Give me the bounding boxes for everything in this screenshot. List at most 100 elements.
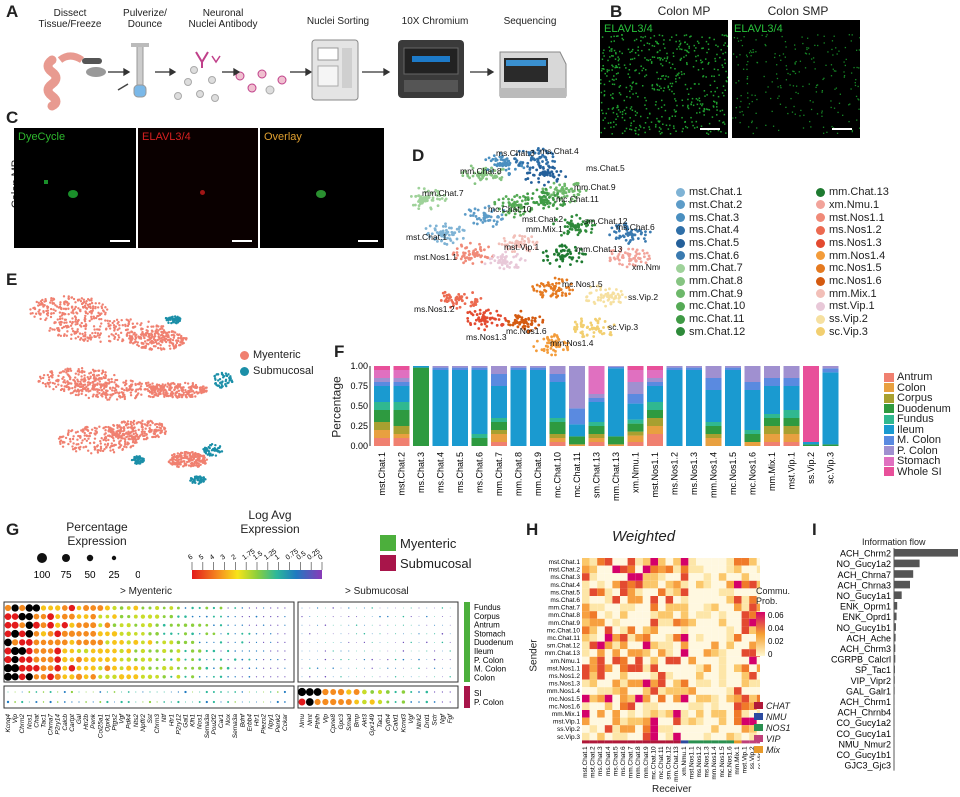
h-receiver-label: mm.Chat.9 [643, 746, 650, 778]
myenteric-point [59, 436, 62, 439]
h-sender-label: mc.Chat.10 [547, 627, 581, 634]
myenteric-point [141, 432, 144, 436]
myenteric-point [78, 324, 82, 327]
g-dot [369, 699, 375, 705]
submucosal-point [173, 317, 176, 321]
heat-cell [688, 687, 696, 695]
myenteric-point [205, 389, 208, 393]
submucosal-point [194, 476, 197, 480]
legend-label: mc.Nos1.5 [829, 262, 882, 275]
heat-cell [642, 588, 651, 596]
cluster-ms.Nos1.2 [439, 290, 483, 310]
heat-cell [658, 687, 666, 695]
myenteric-point [89, 338, 93, 341]
g-dot [18, 630, 26, 638]
heat-cell [734, 573, 742, 581]
heat-cell [589, 588, 598, 596]
myenteric-point [67, 295, 70, 298]
submucosal-point [209, 452, 212, 455]
myenteric-point [82, 334, 85, 338]
heat-cell [726, 679, 734, 688]
g-dot [256, 691, 257, 693]
g-dot [191, 632, 194, 636]
g-dot [190, 640, 195, 645]
g-dot [199, 691, 201, 693]
myenteric-point [166, 339, 170, 342]
h-receiver-label: mm.Mix.1 [734, 746, 741, 775]
f-bar-Duodenum [803, 444, 819, 446]
g-dot [220, 615, 222, 618]
heat-cell [718, 702, 727, 710]
heat-cell [696, 664, 704, 672]
f-legend-label: Stomach [897, 455, 941, 468]
g-dot [99, 691, 102, 693]
g-dot [69, 639, 75, 645]
g-gene-label: Kcnd3 [400, 714, 407, 733]
heat-cell [665, 717, 674, 726]
g-dot [177, 700, 180, 704]
g-dot [40, 665, 47, 672]
heat-cell [688, 656, 696, 665]
g-dot [198, 701, 201, 703]
myenteric-point [61, 370, 65, 373]
myenteric-point [67, 368, 70, 371]
myenteric-point [98, 302, 101, 305]
g-row-label: Antrum [474, 621, 500, 630]
heat-cell [589, 641, 598, 650]
myenteric-point [76, 438, 79, 441]
g-dot [170, 632, 173, 636]
g-dot [19, 622, 26, 629]
h-receiver-label: ss.Vip.2 [749, 746, 756, 769]
g-dot [356, 676, 357, 678]
h-sender-label: ss.Vip.2 [557, 726, 580, 733]
g-dot [198, 666, 202, 670]
myenteric-point [118, 327, 121, 330]
g-dot [441, 691, 443, 693]
h-sender-label: mm.Chat.8 [548, 612, 580, 619]
f-xtick: mst.Vip.1 [787, 452, 797, 489]
myenteric-point [52, 311, 55, 315]
heat-cell [650, 634, 658, 642]
h-category-bar [620, 740, 628, 744]
myenteric-point [140, 422, 143, 425]
myenteric-point [81, 387, 85, 390]
f-xtick: mm.Chat.9 [533, 452, 543, 496]
heat-cell [718, 634, 727, 642]
myenteric-point [115, 318, 119, 322]
intestine-icon [43, 55, 61, 111]
myenteric-point [182, 386, 185, 389]
myenteric-point [124, 432, 128, 435]
heat-cell [620, 725, 628, 733]
g-dot [154, 614, 160, 619]
myenteric-point [204, 462, 207, 465]
heat-cell [604, 679, 613, 688]
g-dot [395, 633, 397, 635]
heat-cell [658, 618, 666, 627]
myenteric-point [162, 392, 165, 395]
g-dot [90, 613, 96, 620]
myenteric-point [42, 305, 45, 308]
g-dot [332, 642, 334, 643]
g-dot [284, 633, 286, 635]
myenteric-point [182, 393, 185, 396]
heat-cell [665, 732, 674, 741]
heat-cell [703, 611, 712, 619]
f-bar-Colon [374, 430, 390, 438]
myenteric-point [49, 301, 52, 304]
g-dot [198, 658, 201, 661]
myenteric-point [99, 445, 103, 449]
myenteric-point [132, 419, 136, 423]
myenteric-point [178, 395, 181, 399]
heat-cell [718, 649, 727, 657]
f-bar-Antrum [374, 438, 390, 446]
step-sequencing-label: Sequencing [503, 16, 557, 27]
myenteric-point [76, 328, 79, 331]
f-bar-Duodenum [393, 410, 410, 426]
myenteric-point [163, 338, 167, 341]
g-dot [345, 698, 352, 706]
submucosal-point [214, 454, 218, 457]
myenteric-point [93, 328, 96, 331]
myenteric-point [85, 306, 88, 310]
g-dot [54, 639, 61, 646]
h-category-bar [627, 740, 636, 744]
